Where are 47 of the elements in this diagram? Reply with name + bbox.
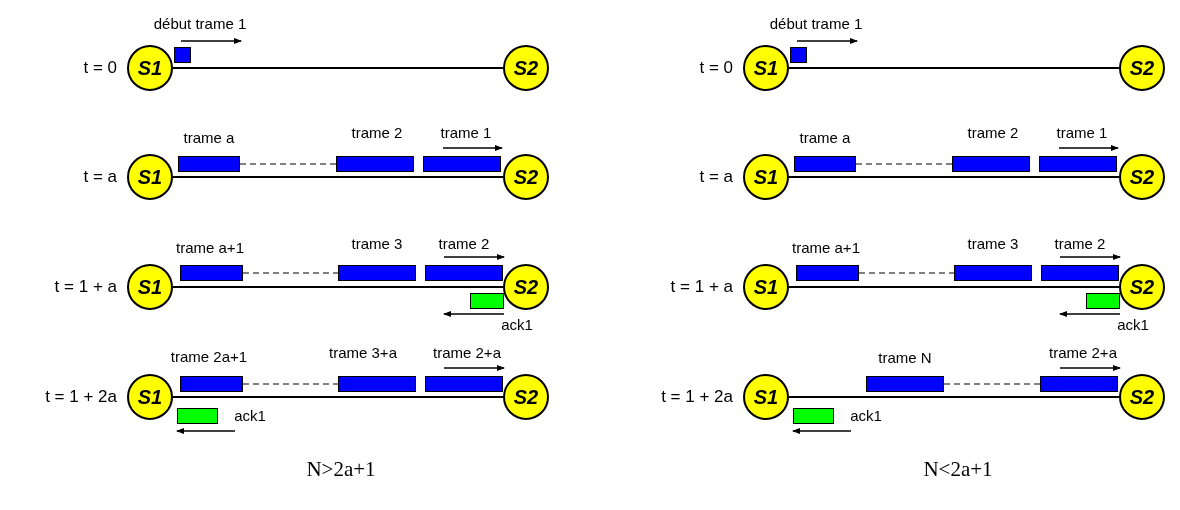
dashed-connector bbox=[943, 383, 1041, 385]
frame-label: trame a bbox=[799, 128, 851, 148]
frame-label: trame 2 bbox=[1054, 234, 1106, 254]
time-label: t = 1 + a bbox=[670, 276, 733, 299]
link-line bbox=[788, 396, 1120, 398]
frame-label: trame 1 bbox=[440, 123, 492, 143]
frame-label: trame N bbox=[878, 348, 932, 368]
frame-label: trame 3 bbox=[967, 234, 1019, 254]
frame-label: ack1 bbox=[1117, 315, 1149, 335]
dashed-connector bbox=[855, 163, 953, 165]
frame-label: trame a+1 bbox=[176, 238, 244, 258]
link-line bbox=[788, 67, 1120, 69]
link-line bbox=[788, 176, 1120, 178]
dashed-connector bbox=[242, 383, 339, 385]
dashed-connector bbox=[239, 163, 337, 165]
frame-label: trame 2 bbox=[351, 123, 403, 143]
frame-label: trame 3 bbox=[351, 234, 403, 254]
link-line bbox=[172, 396, 504, 398]
frame-label: trame 2+a bbox=[1049, 343, 1117, 363]
frame-label: trame a bbox=[183, 128, 235, 148]
time-label: t = 1 + 2a bbox=[661, 386, 733, 409]
time-label: t = 0 bbox=[83, 57, 117, 80]
caption-text: N>2a+1 bbox=[306, 456, 376, 484]
dashed-connector bbox=[858, 272, 955, 274]
frame-label: trame a+1 bbox=[792, 238, 860, 258]
dashed-connector bbox=[242, 272, 339, 274]
time-label: t = a bbox=[83, 166, 117, 189]
time-label: t = 1 + 2a bbox=[45, 386, 117, 409]
frame-label: trame 1 bbox=[1056, 123, 1108, 143]
frame-label: ack1 bbox=[234, 406, 266, 426]
link-line bbox=[172, 176, 504, 178]
frame-label: début trame 1 bbox=[769, 14, 863, 34]
caption-text: N<2a+1 bbox=[923, 456, 993, 484]
frame-label: trame 2+a bbox=[433, 343, 501, 363]
link-line bbox=[788, 286, 1120, 288]
frame-label: ack1 bbox=[850, 406, 882, 426]
frame-label: trame 2a+1 bbox=[170, 347, 248, 367]
frame-label: trame 2 bbox=[967, 123, 1019, 143]
time-label: t = 0 bbox=[699, 57, 733, 80]
link-line bbox=[172, 67, 504, 69]
frame-label: début trame 1 bbox=[153, 14, 247, 34]
time-label: t = a bbox=[699, 166, 733, 189]
link-line bbox=[172, 286, 504, 288]
frame-label: trame 3+a bbox=[329, 343, 397, 363]
time-label: t = 1 + a bbox=[54, 276, 117, 299]
frame-label: ack1 bbox=[501, 315, 533, 335]
frame-label: trame 2 bbox=[438, 234, 490, 254]
